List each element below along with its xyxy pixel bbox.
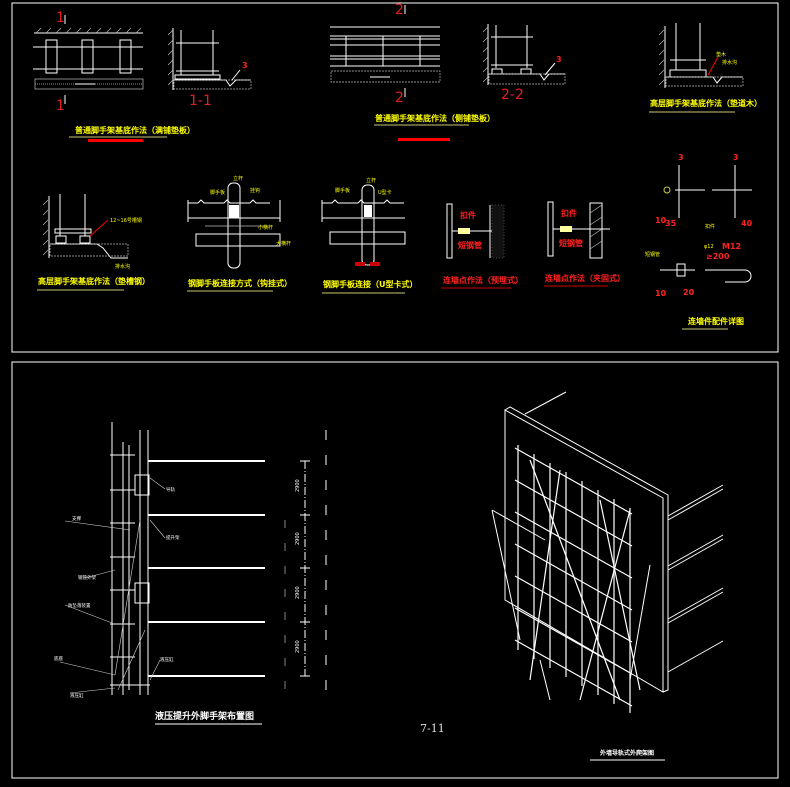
title-side-pad-base: 普通脚手架基底作法（侧铺垫板）: [375, 113, 495, 123]
label-channel: 12~16号槽钢: [110, 217, 142, 224]
u-clip-board-connection-detail: 立杆 脚手板 U型卡: [321, 177, 406, 266]
label-short-tube-3: 短钢管: [645, 251, 660, 258]
section-view-1-1: 3 1-1: [167, 28, 252, 109]
top-panel-frame: [11, 2, 779, 353]
title-highrise-sleeper: 高层脚手架基底作法（垫道木）: [650, 98, 762, 108]
dim-m12: M12: [722, 242, 741, 251]
wall-tie-accessory-detail: 3 3 10 35 40 扣件 短钢管 φ12 M12 ≥200 10 20: [645, 153, 753, 298]
label-fastener-3: 扣件: [705, 223, 715, 230]
label-fastener-2: 扣件: [561, 208, 577, 218]
title-embedded-tie: 连墙点作法（预埋式）: [443, 275, 523, 285]
title-u-clip-connection: 钢脚手板连接（U型卡式）: [323, 279, 418, 289]
dim-10b: 10: [655, 289, 667, 298]
label-base: 底座: [54, 655, 63, 662]
title-climbing-scaffold: 外墙导轨式外爬架图: [599, 749, 654, 757]
scaffold-ledger: [514, 575, 633, 643]
section-mark-2-top: 2: [395, 2, 404, 18]
red-marker-bar: [88, 139, 143, 142]
dim-phi12: φ12: [704, 244, 714, 250]
clamp-wall-tie-detail: 扣件 短钢管: [547, 201, 610, 259]
scaffold-brace: [579, 509, 631, 701]
section-label-1-1: 1-1: [189, 93, 212, 109]
bottom-panel-frame: [11, 361, 779, 779]
title-tie-accessory: 连墙件配件详图: [688, 316, 744, 326]
dim-200: ≥200: [706, 252, 730, 261]
label-lift-frame: 提升架: [166, 534, 180, 541]
label-hydraulic-cylinder-2: 液压缸: [160, 656, 174, 663]
label-drain: 排水沟: [722, 59, 737, 66]
dim-40: 40: [741, 219, 753, 228]
label-hydraulic-cylinder: 液压缸: [70, 692, 84, 699]
label-guide-rail: 导轨: [166, 486, 175, 493]
label-board: 脚手板: [210, 189, 225, 196]
label-hook: 挂钩: [250, 187, 260, 194]
label-steel-frame: 钢管外架: [78, 574, 96, 581]
hook-board-connection-detail: 立杆 脚手板 挂钩 小横杆 大横杆: [187, 175, 291, 269]
label-pad: 垫木: [716, 51, 726, 58]
label-drain-2: 排水沟: [115, 263, 130, 270]
title-hydraulic-layout: 液压提升外脚手架布置图: [155, 710, 254, 722]
hydraulic-scaffold-layout: 2900 2900 2900 2900 导轨 提升架 支撑 钢管外架 防坠落装置…: [54, 422, 327, 700]
scaffold-brace: [529, 459, 621, 701]
dim-2900-2: 2900: [295, 532, 301, 545]
label-upright-2: 立杆: [366, 177, 376, 184]
dim-3a: 3: [678, 153, 684, 162]
section-label-2-2: 2-2: [501, 87, 524, 103]
scaffold-ledger: [514, 479, 633, 547]
isometric-climbing-scaffold: [491, 391, 724, 713]
label-large-ledger: 大横杆: [276, 240, 291, 247]
scaffold-ledger: [514, 447, 633, 515]
dim-20: 20: [683, 288, 695, 297]
section-mark-1-top: 1: [56, 10, 65, 26]
highrise-channel-base-detail: 12~16号槽钢 排水沟: [42, 194, 142, 270]
red-marker-bar-2: [398, 138, 450, 141]
title-hook-connection: 钢脚手板连接方式（钩挂式）: [188, 278, 292, 288]
callout-3b: 3: [556, 55, 562, 64]
label-brace: 支撑: [72, 515, 81, 522]
section-mark-2-bottom: 2: [395, 90, 404, 106]
title-clamp-tie: 连墙点作法（夹固式）: [545, 273, 625, 283]
dim-3b: 3: [733, 153, 739, 162]
label-fastener: 扣件: [460, 210, 476, 220]
label-short-tube-2: 短钢管: [559, 238, 583, 248]
page-number: 7-11: [420, 722, 445, 735]
dim-35: 35: [665, 219, 677, 228]
dim-2900-1: 2900: [295, 479, 301, 492]
dim-10: 10: [655, 216, 667, 225]
label-u-clip: U型卡: [378, 189, 392, 196]
scaffold-ledger: [514, 511, 633, 579]
title-highrise-channel: 高层脚手架基底作法（垫槽钢）: [38, 276, 150, 286]
label-upright: 立杆: [233, 175, 243, 182]
scaffold-ledger: [514, 607, 633, 675]
callout-3: 3: [242, 61, 248, 70]
label-anti-fall: 防坠落装置: [68, 602, 91, 609]
highrise-sleeper-base-detail: 垫木 排水沟: [658, 23, 744, 88]
dim-2900-4: 2900: [295, 640, 301, 653]
plan-view-2: 2 2: [330, 2, 441, 106]
plan-view-1: 1 1: [33, 10, 144, 114]
label-board-2: 脚手板: [335, 187, 350, 194]
dim-2900-3: 2900: [295, 586, 301, 599]
section-mark-1-bottom: 1: [56, 98, 65, 114]
scaffold-brace: [529, 469, 561, 681]
label-short-tube: 短钢管: [458, 240, 482, 250]
title-full-pad-base: 普通脚手架基底作法（满铺垫板）: [75, 125, 195, 135]
section-view-2-2: 3 2-2: [482, 24, 566, 103]
label-small-ledger: 小横杆: [258, 224, 273, 231]
embedded-wall-tie-detail: 扣件 短钢管: [446, 203, 505, 259]
